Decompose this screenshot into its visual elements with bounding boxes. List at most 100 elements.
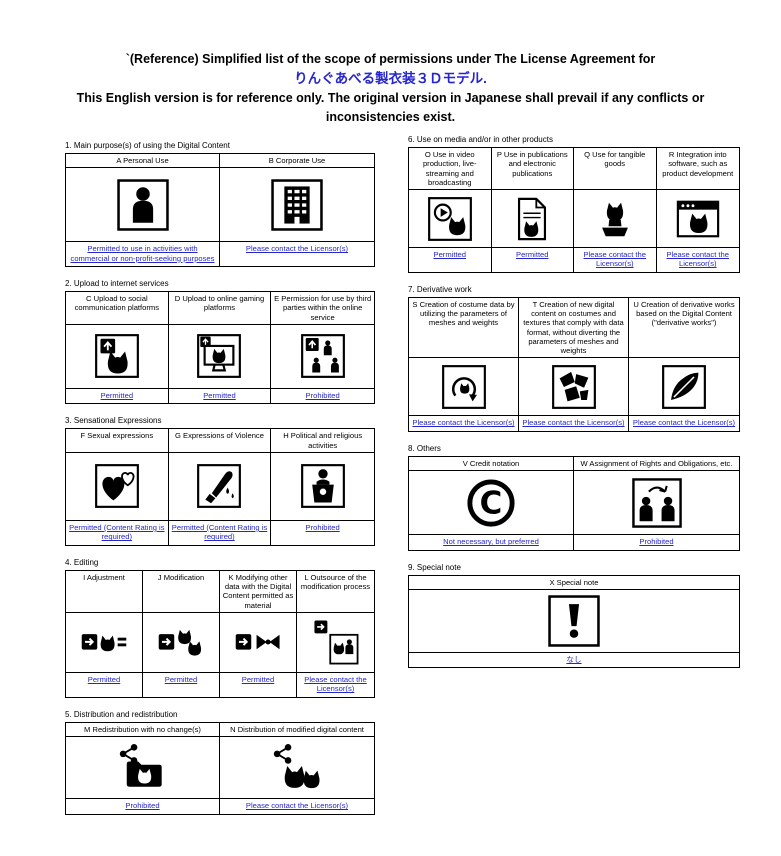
exclamation-icon <box>547 594 601 648</box>
label-special-note: X Special note <box>409 576 739 590</box>
status-video: Permitted <box>409 248 492 272</box>
video-icon <box>427 196 473 242</box>
status-political: Prohibited <box>305 522 340 532</box>
label-video: O Use in video production, live-streamin… <box>409 148 492 190</box>
section-others: 8. Others V Credit notation W Assignment… <box>408 444 740 551</box>
left-column: 1. Main purpose(s) of using the Digital … <box>65 141 375 827</box>
new-content-icon <box>551 364 597 410</box>
icon-cell <box>220 612 297 673</box>
section-title: 4. Editing <box>65 557 99 567</box>
section-special-note: 9. Special note X Special note なし <box>408 563 740 669</box>
status-special-note: なし <box>566 654 582 664</box>
icon-cell <box>66 324 169 389</box>
others-table: V Credit notation W Assignment of Rights… <box>408 455 740 551</box>
section-distribution: 5. Distribution and redistribution M Red… <box>65 710 375 815</box>
violence-icon <box>196 463 242 509</box>
label-software: R Integration into software, such as pro… <box>656 148 739 190</box>
label-distribute-modified: N Distribution of modified digital conte… <box>220 723 374 738</box>
label-upload-gaming: D Upload to online gaming platforms <box>168 292 272 325</box>
icon-cell <box>491 190 574 248</box>
status-material: Permitted <box>220 672 297 697</box>
status-sexual: Permitted (Content Rating is required) <box>66 520 169 545</box>
status-personal-use: Permitted to use in activities with comm… <box>66 242 220 267</box>
upload-gaming-icon <box>196 333 242 379</box>
icon-cell <box>409 190 492 248</box>
status-outsource: Please contact the Licensor(s) <box>304 674 367 694</box>
icon-cell <box>168 452 272 521</box>
model-name: りんぐあべる製衣装３Ｄモデル. <box>294 70 487 86</box>
label-material: K Modifying other data with the Digital … <box>220 570 297 613</box>
icon-cell <box>297 613 374 673</box>
media-products-table: O Use in video production, live-streamin… <box>408 147 740 273</box>
icon-cell <box>656 190 739 248</box>
label-personal-use: A Personal Use <box>66 154 220 169</box>
status-third-party: Prohibited <box>305 390 340 400</box>
section-title: 6. Use on media and/or in other products <box>408 135 553 144</box>
outsource-icon <box>313 619 359 665</box>
status-assignment: Prohibited <box>639 537 674 547</box>
section-derivative: 7. Derivative work S Creation of costume… <box>408 285 740 432</box>
label-sexual: F Sexual expressions <box>66 429 169 453</box>
label-redistribution: M Redistribution with no change(s) <box>66 722 220 738</box>
sensational-table: F Sexual expressions G Expressions of Vi… <box>65 428 375 546</box>
icon-cell <box>629 358 739 417</box>
label-goods: Q Use for tangible goods <box>574 148 657 190</box>
label-third-party: E Permission for use by third parties wi… <box>271 292 374 325</box>
political-icon <box>300 463 346 509</box>
section-title: 1. Main purpose(s) of using the Digital … <box>65 141 230 150</box>
icon-cell <box>574 190 657 248</box>
section-main-purpose: 1. Main purpose(s) of using the Digital … <box>65 141 375 268</box>
label-new-content: T Creation of new digital content on cos… <box>519 297 629 359</box>
section-sensational: 3. Sensational Expressions F Sexual expr… <box>65 416 375 546</box>
icon-cell <box>271 325 374 389</box>
label-upload-social: C Upload to social communication platfor… <box>66 292 169 325</box>
icon-cell <box>168 324 272 389</box>
upload-table: C Upload to social communication platfor… <box>65 291 375 405</box>
derivative-table: S Creation of costume data by utilizing … <box>408 296 740 432</box>
distribution-table: M Redistribution with no change(s) N Dis… <box>65 721 375 815</box>
label-violence: G Expressions of Violence <box>168 429 272 453</box>
title-prefix: `(Reference) Simplified list of the scop… <box>125 52 656 66</box>
label-credit: V Credit notation <box>409 456 574 472</box>
icon-cell <box>271 453 374 521</box>
section-title: 5. Distribution and redistribution <box>65 709 178 719</box>
special-note-table: X Special note なし <box>408 574 740 669</box>
label-derivative-works: U Creation of derivative works based on … <box>629 298 739 359</box>
icon-cell <box>409 358 519 417</box>
icon-cell <box>409 590 739 653</box>
assignment-icon <box>631 477 683 529</box>
status-goods: Please contact the Licensor(s) <box>574 248 657 272</box>
person-icon <box>116 178 170 232</box>
label-modification: J Modification <box>143 570 220 613</box>
right-column: 6. Use on media and/or in other products… <box>408 135 740 680</box>
status-software: Please contact the Licensor(s) <box>666 250 729 269</box>
upload-social-icon <box>94 333 140 379</box>
status-new-content: Please contact the Licensor(s) <box>519 416 629 431</box>
label-assignment: W Assignment of Rights and Obligations, … <box>574 457 739 472</box>
disclaimer: This English version is for reference on… <box>76 91 705 124</box>
label-outsource: L Outsource of the modification process <box>297 571 374 613</box>
icon-cell <box>220 737 374 800</box>
icon-cell <box>66 452 169 521</box>
adjustment-icon <box>81 619 127 665</box>
status-upload-gaming: Permitted <box>169 388 272 404</box>
section-upload: 2. Upload to internet services C Upload … <box>65 279 375 405</box>
status-publication: Permitted <box>492 248 574 272</box>
section-title: 3. Sensational Expressions <box>65 416 162 426</box>
label-political: H Political and religious activities <box>271 429 374 453</box>
status-credit: Not necessary, but preferred <box>409 535 574 550</box>
status-distribute-modified: Please contact the Licensor(s) <box>245 801 349 811</box>
section-title: 9. Special note <box>408 562 461 572</box>
status-violence: Permitted (Content Rating is required) <box>169 520 272 545</box>
section-title: 2. Upload to internet services <box>65 279 169 289</box>
status-upload-social: Permitted <box>66 388 169 404</box>
third-party-icon <box>300 333 346 379</box>
distribute-modified-icon <box>271 742 323 794</box>
label-costume-data: S Creation of costume data by utilizing … <box>409 297 519 359</box>
section-title: 7. Derivative work <box>408 284 472 294</box>
icon-cell <box>220 168 374 243</box>
section-media-products: 6. Use on media and/or in other products… <box>408 135 740 273</box>
section-title: 8. Others <box>408 443 441 453</box>
status-redistribution: Prohibited <box>66 799 220 814</box>
